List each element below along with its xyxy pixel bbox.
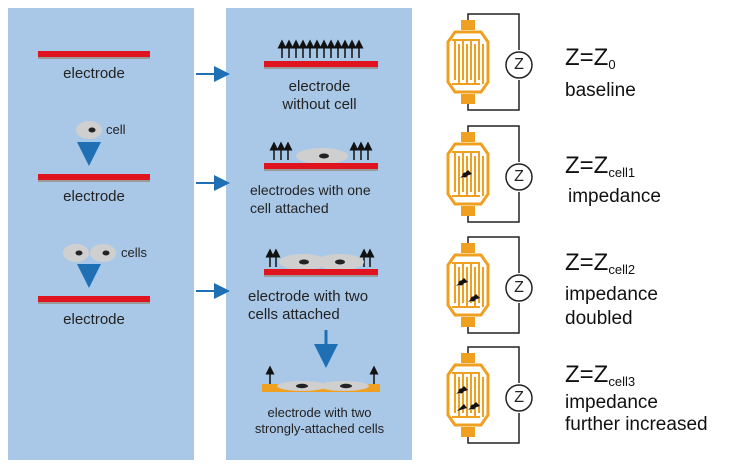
impedance-subscript: cell2 bbox=[608, 262, 636, 277]
state-label: electrode without cell bbox=[232, 78, 407, 114]
state-label-line: cell attached bbox=[250, 200, 329, 216]
current-arrows bbox=[265, 248, 375, 267]
cell-nucleus bbox=[296, 383, 308, 389]
state-label: electrode with two cells attached bbox=[232, 288, 407, 324]
state-label: electrodes with one cell attached bbox=[232, 181, 407, 217]
impedance-description: further increased bbox=[565, 414, 708, 435]
electrode-bar bbox=[38, 296, 150, 302]
sensor-cell bbox=[457, 404, 467, 411]
impedance-description: impedance bbox=[568, 186, 661, 207]
impedance-description: impedance bbox=[565, 392, 658, 413]
cell-nucleus bbox=[299, 259, 309, 265]
electrode-bar-shadow bbox=[38, 57, 150, 59]
cell-nucleus bbox=[75, 250, 83, 256]
electrode-bar bbox=[38, 174, 150, 180]
meter-symbol: Z bbox=[514, 279, 524, 296]
impedance-description: baseline bbox=[565, 80, 636, 101]
impedance-subscript: cell3 bbox=[608, 374, 636, 389]
electrode-label: electrode bbox=[63, 65, 125, 82]
impedance-equation: Z=Zcell2 bbox=[565, 249, 635, 277]
electrode-label: electrode bbox=[63, 311, 125, 328]
sensor-cell bbox=[460, 170, 472, 178]
state-label-line: electrode with two bbox=[248, 288, 369, 305]
impedance-subscript: cell1 bbox=[608, 165, 636, 180]
electrode-bar-shadow bbox=[38, 180, 150, 182]
electrode-label: electrode bbox=[63, 188, 125, 205]
state-label-line: without cell bbox=[282, 96, 357, 113]
impedance-symbol: Z=Z bbox=[565, 249, 609, 276]
impedance-description: impedance bbox=[565, 284, 658, 305]
electrode-bar bbox=[38, 51, 150, 57]
sensor-cell bbox=[468, 294, 480, 302]
impedance-subscript: 0 bbox=[608, 57, 616, 72]
state-label: electrode with two strongly-attached cel… bbox=[232, 405, 407, 437]
impedance-circuit bbox=[446, 13, 533, 111]
electrode-bar-shadow bbox=[38, 302, 150, 304]
cell-nucleus bbox=[88, 127, 96, 133]
state-label-line: strongly-attached cells bbox=[254, 421, 385, 436]
left-panel bbox=[8, 8, 194, 460]
meter-symbol: Z bbox=[514, 56, 524, 73]
impedance-symbol: Z=Z bbox=[565, 152, 609, 179]
impedance-description: doubled bbox=[565, 308, 633, 329]
electrode-bar-shadow bbox=[264, 169, 378, 171]
cell-nucleus bbox=[319, 153, 329, 159]
impedance-symbol: Z=Z bbox=[565, 361, 609, 388]
meter-symbol: Z bbox=[514, 389, 524, 406]
current-arrows bbox=[277, 39, 364, 58]
cell-label: cell bbox=[106, 122, 126, 137]
current-arrows bbox=[269, 141, 373, 160]
electrode-bar-shadow bbox=[264, 275, 378, 277]
cell-nucleus bbox=[335, 259, 345, 265]
impedance-equation: Z=Z0 bbox=[565, 44, 616, 72]
cell-nucleus bbox=[340, 383, 352, 389]
state-label-line: electrode with two bbox=[267, 405, 372, 420]
sensor-cell bbox=[468, 402, 480, 410]
state-label-line: electrodes with one bbox=[250, 182, 371, 198]
electrode-bar bbox=[264, 61, 378, 67]
electrode-bar-shadow bbox=[264, 67, 378, 69]
cell-nucleus bbox=[102, 250, 110, 256]
electrode-bar bbox=[264, 269, 378, 275]
impedance-symbol: Z=Z bbox=[565, 44, 609, 71]
sensor-cell bbox=[456, 278, 468, 286]
state-label-line: electrode bbox=[288, 78, 351, 95]
cells-label: cells bbox=[121, 245, 148, 260]
electrode-bar bbox=[264, 163, 378, 169]
impedance-equation: Z=Zcell3 bbox=[565, 361, 635, 389]
state-label-line: cells attached bbox=[248, 306, 340, 323]
meter-symbol: Z bbox=[514, 168, 524, 185]
impedance-equation: Z=Zcell1 bbox=[565, 152, 635, 180]
sensor-cell bbox=[456, 386, 468, 394]
